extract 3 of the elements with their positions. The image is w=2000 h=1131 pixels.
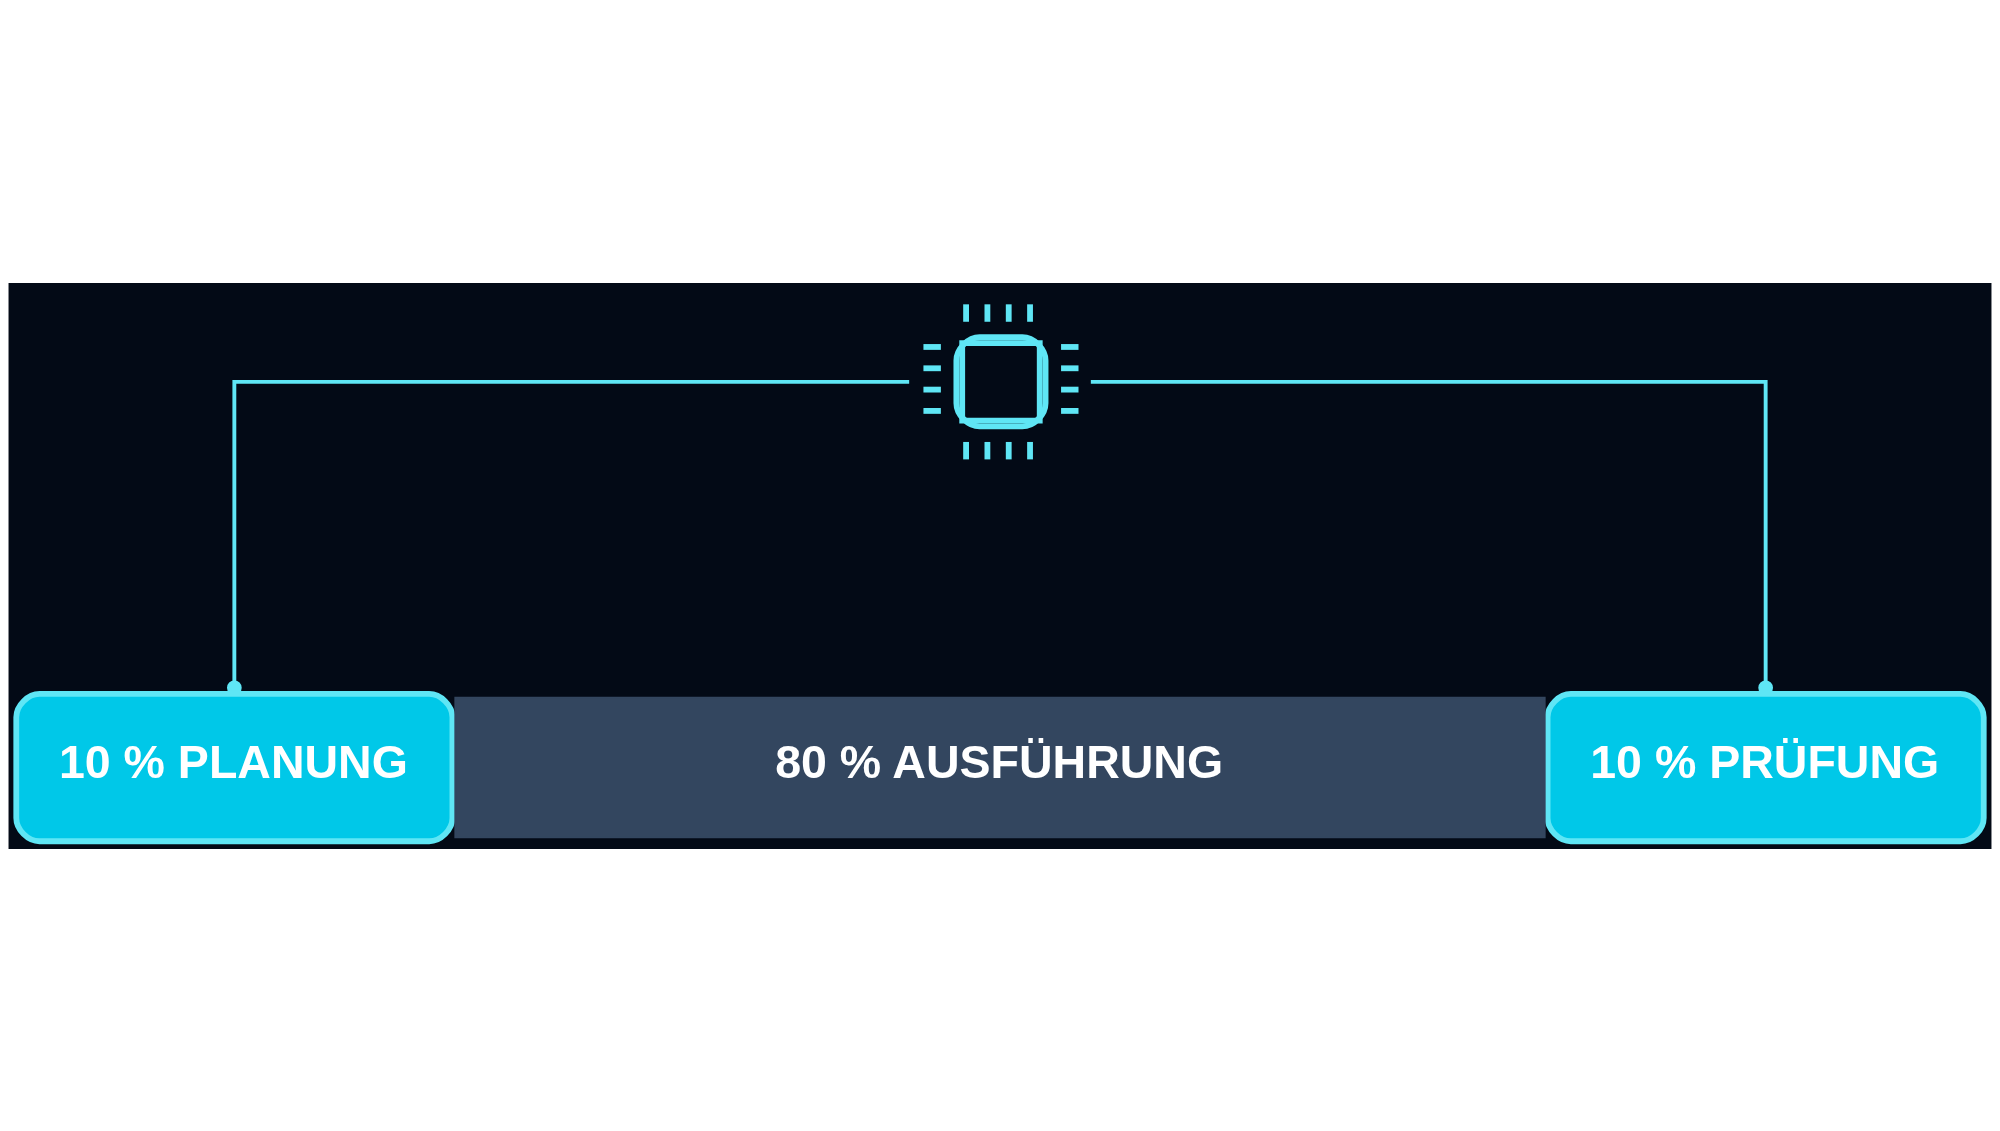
node-box: 10 % PRÜFUNG xyxy=(1544,690,1987,844)
node-box: 10 % PLANUNG xyxy=(13,690,456,844)
node-box: 80 % AUSFÜHRUNG xyxy=(454,696,1546,838)
